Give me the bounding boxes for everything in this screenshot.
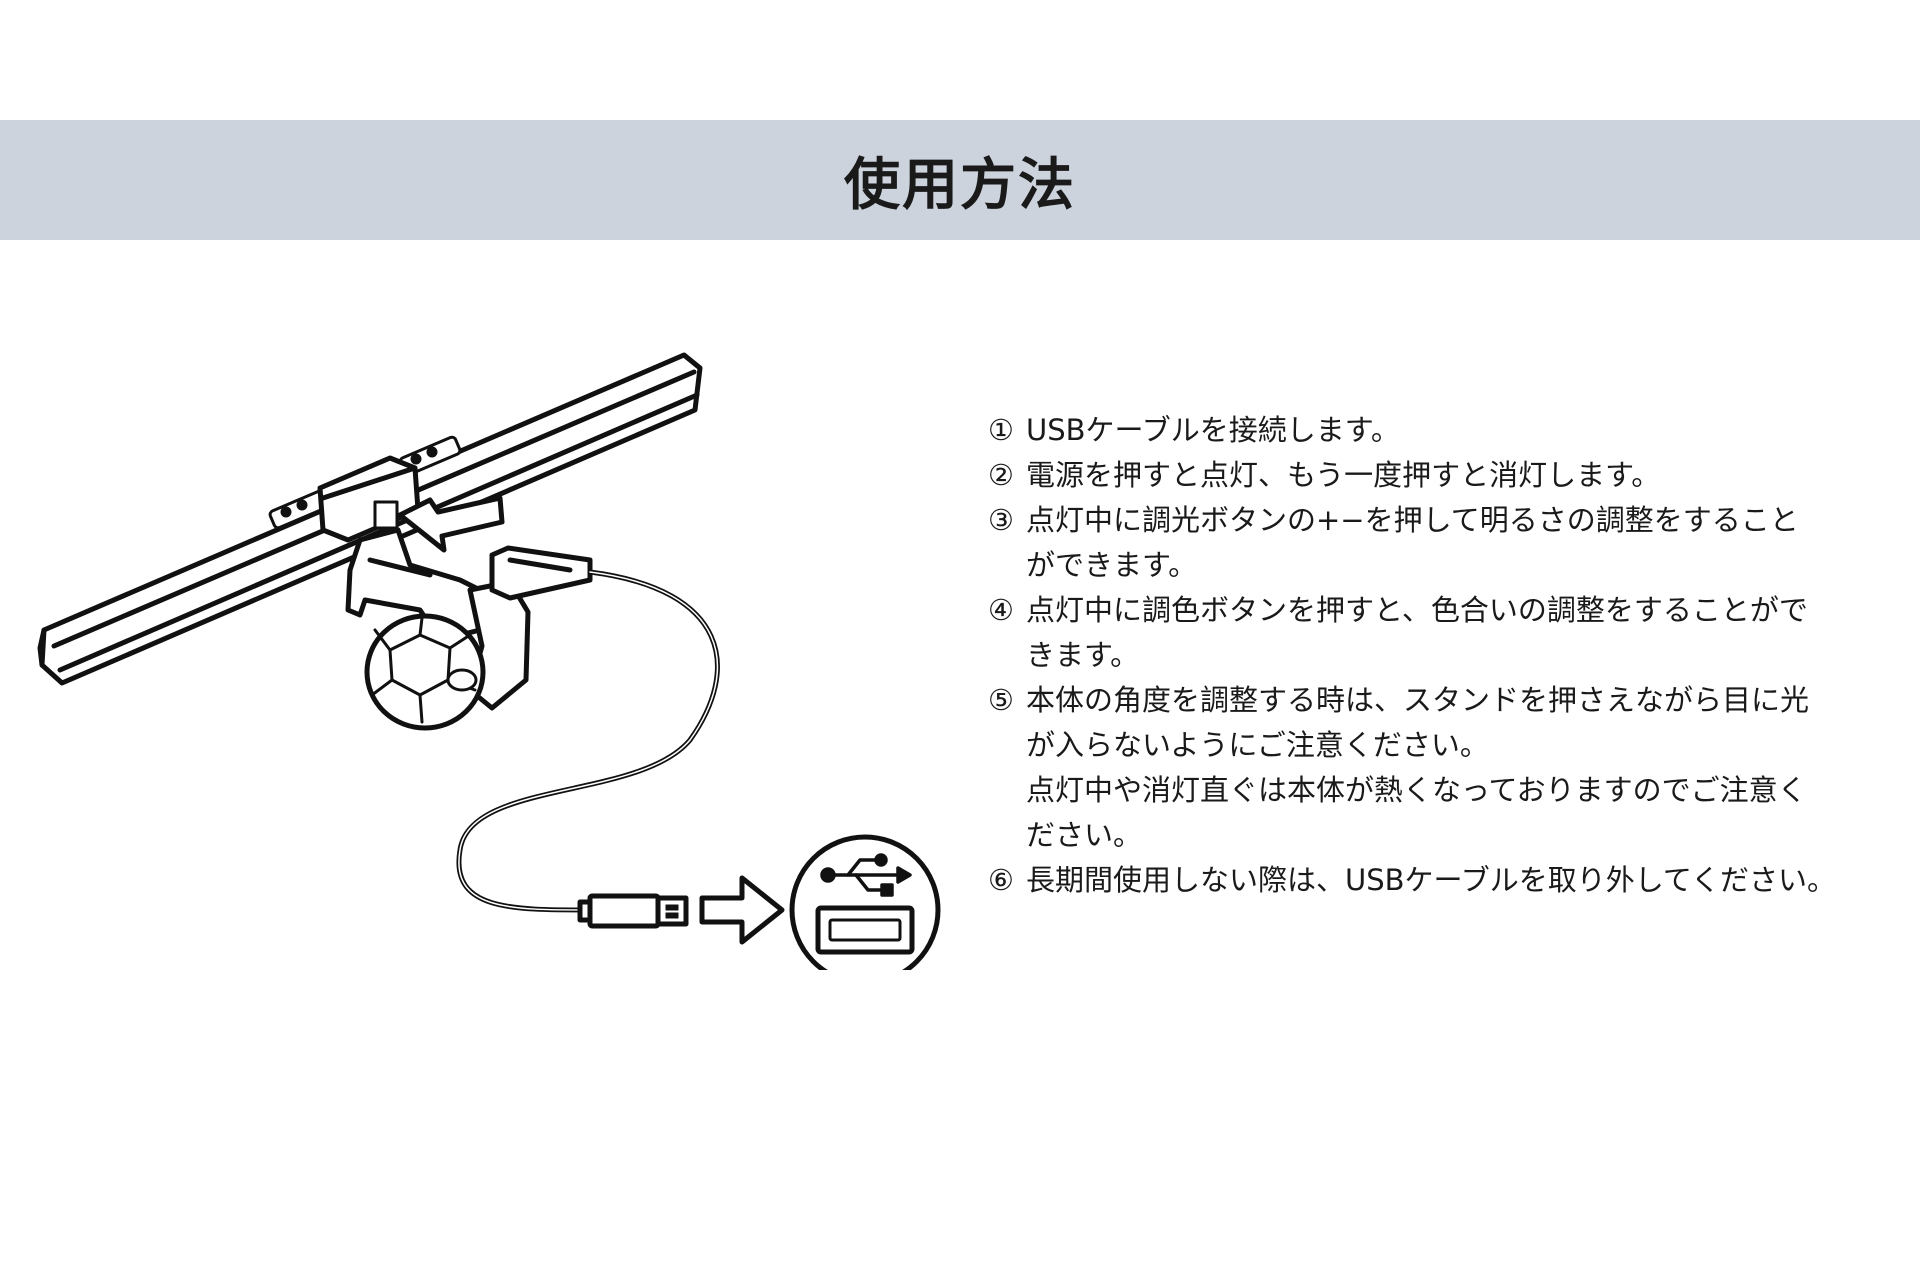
step-text-line: USBケーブルを接続します。 <box>1026 413 1400 447</box>
connect-arrow <box>699 875 785 945</box>
instruction-step: ⑤ 本体の角度を調整する時は、スタンドを押さえながら目に光が入らないようにご注意く… <box>988 678 1898 858</box>
step-text-line: きます。 <box>1026 638 1140 672</box>
cable-plug-top <box>489 545 593 601</box>
usb-plug <box>577 893 689 929</box>
instruction-step: ③ 点灯中に調光ボタンの+−を押して明るさの調整をすることができます。 <box>988 498 1898 588</box>
step-text-line: が入らないようにご注意ください。 <box>1026 728 1489 762</box>
usb-port-callout <box>789 834 941 970</box>
step-number: ③ <box>988 503 1014 537</box>
step-text-line: 電源を押すと点灯、もう一度押すと消灯します。 <box>1026 458 1661 492</box>
header-band: 使用方法 <box>0 120 1920 240</box>
step-text-line: ださい。 <box>1026 818 1143 852</box>
step-number: ① <box>988 413 1014 447</box>
product-illustration <box>37 352 941 970</box>
step-text-line: 点灯中や消灯直ぐは本体が熱くなっておりますのでご注意く <box>1026 773 1807 807</box>
bar-clamp <box>317 455 421 543</box>
step-text-line: 点灯中に調光ボタンの+−を押して明るさの調整をすること <box>1026 503 1799 537</box>
ball-joint <box>364 613 486 731</box>
step-text-line: 点灯中に調色ボタンを押すと、色合いの調整をすることがで <box>1026 593 1808 627</box>
step-text-line: ができます。 <box>1026 548 1198 582</box>
instruction-step: ① USBケーブルを接続します。 <box>988 408 1898 453</box>
step-text-line: 長期間使用しない際は、USBケーブルを取り外してください。 <box>1026 863 1837 897</box>
instruction-step: ② 電源を押すと点灯、もう一度押すと消灯します。 <box>988 453 1898 498</box>
step-number: ⑤ <box>988 683 1014 717</box>
instruction-step: ④ 点灯中に調色ボタンを押すと、色合いの調整をすることができます。 <box>988 588 1898 678</box>
step-number: ② <box>988 458 1014 492</box>
step-number: ⑥ <box>988 863 1014 897</box>
usb-icon <box>820 853 912 897</box>
insert-arrow <box>397 495 505 553</box>
step-number: ④ <box>988 593 1014 627</box>
step-text-line: 本体の角度を調整する時は、スタンドを押さえながら目に光 <box>1026 683 1810 717</box>
page-title: 使用方法 <box>844 152 1076 218</box>
instruction-step: ⑥ 長期間使用しない際は、USBケーブルを取り外してください。 <box>988 858 1898 903</box>
